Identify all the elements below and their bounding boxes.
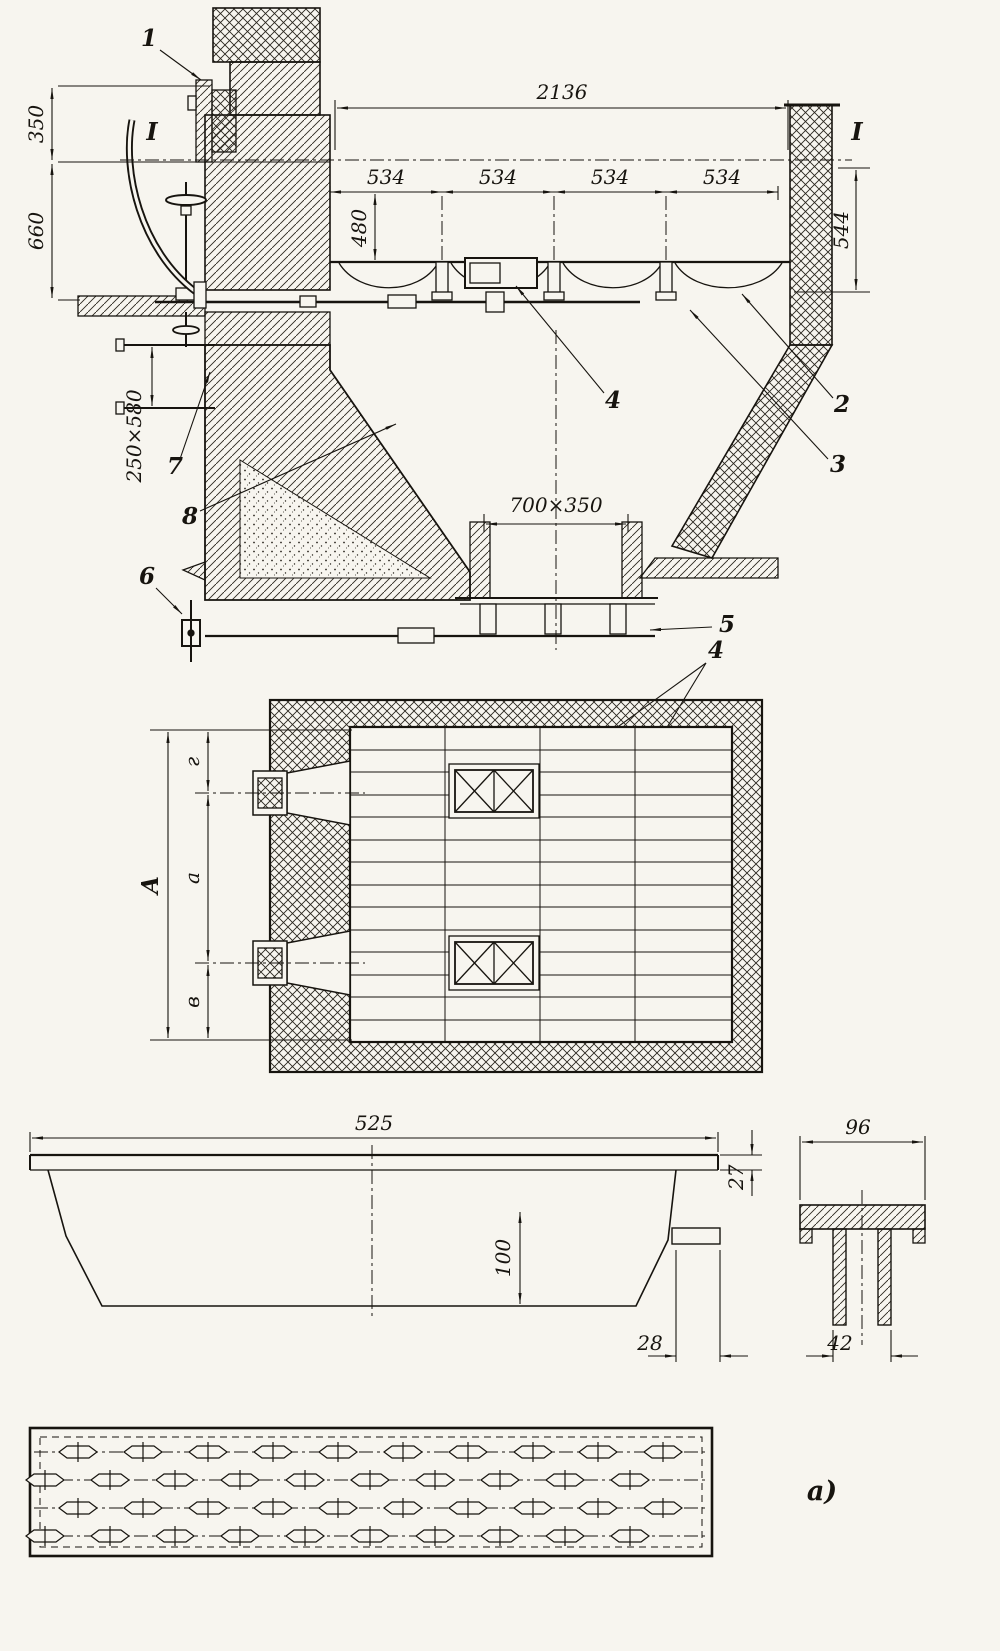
plan-bearing-boxes	[448, 763, 540, 991]
grate-bar-side-view: 525 27 100	[29, 1111, 762, 1362]
dim-480: 480	[347, 209, 371, 248]
dim-534-2: 534	[479, 165, 517, 189]
dim-700x350: 700×350	[509, 493, 602, 517]
part-label-2: 2	[833, 391, 850, 418]
right-wall	[789, 104, 833, 346]
part-label-6: 6	[139, 563, 155, 590]
part-label-7: 7	[167, 453, 183, 480]
section-dimensions: 2136 534 534 534 534 480	[24, 80, 870, 532]
bar-end-dimensions: 42	[806, 1330, 918, 1362]
air-duct	[115, 338, 215, 415]
plan-dimensions: А г а в	[137, 729, 352, 1041]
dim-28: 28	[636, 1331, 662, 1355]
valve-mechanism	[165, 182, 207, 347]
dim-534-4: 534	[703, 165, 741, 189]
dim-a: а	[180, 872, 204, 884]
front-wall-upper	[204, 114, 331, 291]
bar-foot	[671, 1227, 721, 1245]
dim-A: А	[137, 876, 164, 897]
dim-250x580: 250×580	[122, 389, 146, 483]
concrete-fill	[239, 459, 432, 579]
dim-544: 544	[829, 211, 853, 249]
dim-525: 525	[355, 1111, 393, 1135]
poker-lever	[125, 119, 207, 309]
dim-534-1: 534	[367, 165, 405, 189]
cross-section-view: I I 2136 534 534 534 534	[24, 7, 870, 951]
part-label-5: 5	[719, 611, 735, 638]
bar-right-leg	[877, 1228, 892, 1326]
dim-100: 100	[491, 1239, 515, 1277]
bar-left-leg	[832, 1228, 847, 1326]
dim-27: 27	[724, 1164, 748, 1191]
section-mark-left: I	[145, 117, 158, 146]
dim-660: 660	[24, 212, 48, 250]
door-handle	[187, 95, 197, 111]
dim-534-3: 534	[591, 165, 629, 189]
wall-bracket	[181, 561, 206, 582]
dim-v: в	[180, 996, 204, 1008]
top-flue-wall	[212, 7, 321, 63]
part-label-4-plan: 4	[708, 637, 724, 664]
upper-column	[229, 61, 321, 116]
part-label-8: 8	[181, 503, 198, 530]
bar-side-dimensions: 27 100 28	[491, 1130, 762, 1362]
plan-left-channels	[195, 760, 365, 996]
dim-42: 42	[826, 1331, 852, 1355]
grate-bar-plan-view: а)	[25, 1426, 837, 1558]
part-label-4: 4	[605, 387, 621, 414]
section-mark-right: I	[850, 117, 863, 146]
dim-2136: 2136	[536, 80, 588, 104]
handwheel-icon	[165, 194, 207, 206]
front-wall-mid	[204, 311, 331, 346]
part-label-1: 1	[141, 25, 157, 52]
right-ledge	[638, 557, 779, 579]
grate-bar-end-view: 96 42	[799, 1115, 926, 1362]
plan-view: А г а в	[137, 698, 764, 1074]
dim-g: г	[180, 757, 204, 767]
lower-handwheel-icon	[172, 325, 200, 335]
figure-caption: а)	[807, 1476, 837, 1507]
plan-grate-bars	[350, 727, 732, 1042]
dim-96: 96	[845, 1115, 871, 1139]
grate-assembly	[330, 257, 790, 301]
operating-rod	[155, 291, 640, 313]
ash-pit	[181, 521, 658, 662]
part-label-3: 3	[830, 451, 846, 478]
dim-350: 350	[24, 105, 48, 143]
